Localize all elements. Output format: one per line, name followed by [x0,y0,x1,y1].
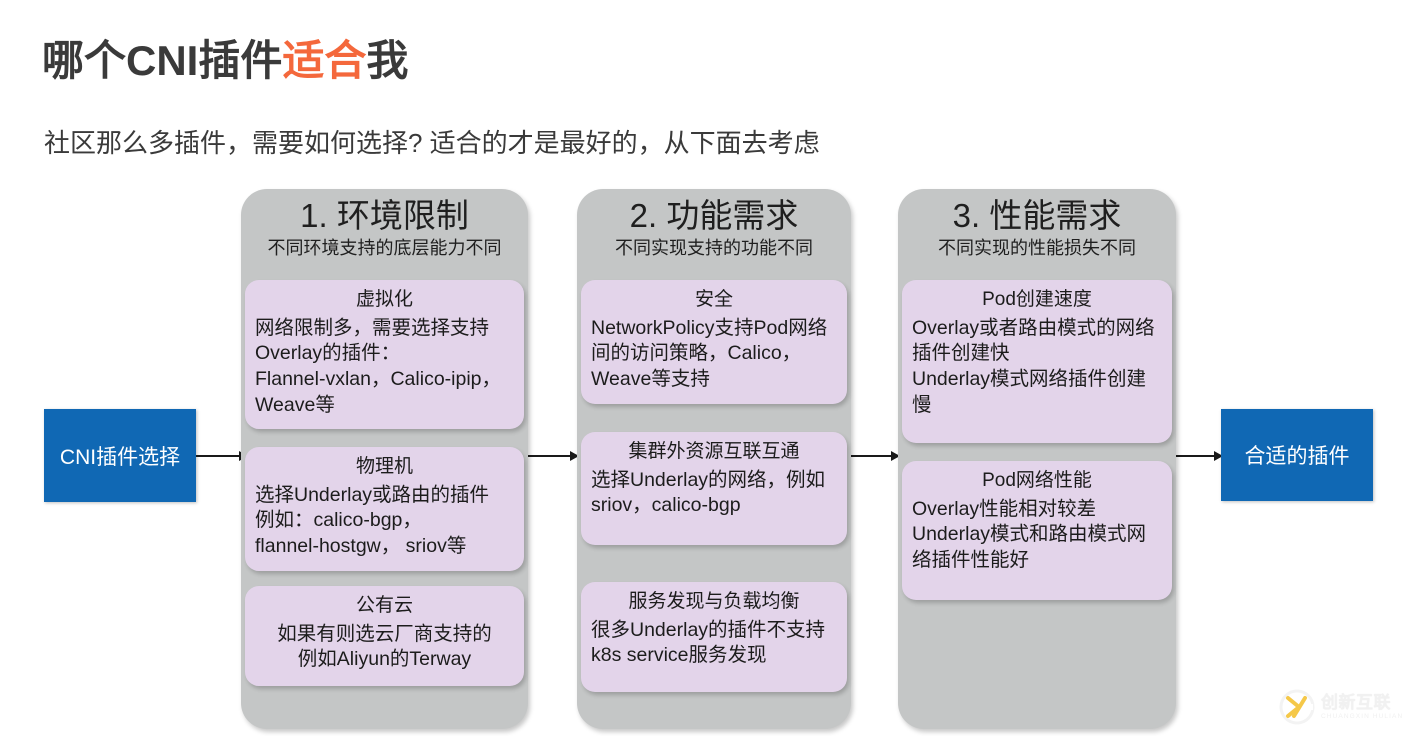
column-subtitle: 不同环境支持的底层能力不同 [267,237,502,258]
card-title: 安全 [694,289,733,310]
card-body: Overlay性能相对较差 Underlay模式和路由模式网络插件性能好 [912,497,1147,572]
card-body: 如果有则选云厂商支持的 例如Aliyun的Terway [277,622,492,671]
card-title: Pod创建速度 [982,289,1092,310]
column-performance-requirements: 3. 性能需求 不同实现的性能损失不同 Pod创建速度 Overlay或者路由模… [898,189,1176,729]
arrow-shaft [196,455,239,457]
card-body: 选择Underlay或路由的插件 例如：calico-bgp， flannel-… [255,483,490,558]
arrow-shaft [1175,455,1214,457]
watermark-text: 创新互联 CHUANGXIN HULIAN [1321,692,1404,721]
column-header: 1. 环境限制 不同环境支持的底层能力不同 [241,189,528,259]
brand-circle-x-icon [1277,687,1317,727]
arrow-col1-to-col2 [527,449,579,463]
card-body: 很多Underlay的插件不支持k8s service服务发现 [591,618,826,667]
card-pod-creation-speed: Pod创建速度 Overlay或者路由模式的网络插件创建快 Underlay模式… [902,280,1172,443]
card-title: 服务发现与负载均衡 [628,591,800,612]
card-security: 安全 NetworkPolicy支持Pod网络间的访问策略，Calico，Wea… [581,280,847,404]
watermark-en: CHUANGXIN HULIAN [1321,712,1404,720]
arrow-head-icon [1214,451,1223,461]
page-title-suffix: 我 [366,37,409,84]
watermark-logo: 创新互联 CHUANGXIN HULIAN [1277,684,1409,730]
arrow-head-icon [570,451,579,461]
column-subtitle: 不同实现支持的功能不同 [615,237,813,258]
page-title: 哪个CNI插件适合我 [42,37,409,84]
card-service-discovery-load-balancing: 服务发现与负载均衡 很多Underlay的插件不支持k8s service服务发… [581,582,847,692]
page-subtitle: 社区那么多插件，需要如何选择? 适合的才是最好的，从下面去考虑 [44,128,820,158]
column-header: 2. 功能需求 不同实现支持的功能不同 [577,189,851,259]
card-title: 公有云 [355,595,413,616]
card-pod-network-performance: Pod网络性能 Overlay性能相对较差 Underlay模式和路由模式网络插… [902,461,1172,600]
card-title: 虚拟化 [355,289,413,310]
arrow-shaft [527,455,570,457]
card-body: Overlay或者路由模式的网络插件创建快 Underlay模式网络插件创建慢 [912,316,1155,416]
card-title: 集群外资源互联互通 [628,441,800,462]
flow-start-label: CNI插件选择 [59,445,181,469]
flow-end-box: 合适的插件 [1221,409,1373,501]
column-title: 3. 性能需求 [952,197,1122,234]
column-feature-requirements: 2. 功能需求 不同实现支持的功能不同 安全 NetworkPolicy支持Po… [577,189,851,729]
flow-start-box: CNI插件选择 [44,409,196,502]
card-public-cloud: 公有云 如果有则选云厂商支持的 例如Aliyun的Terway [245,586,524,686]
column-title: 2. 功能需求 [629,197,799,234]
arrow-col3-to-end [1175,449,1223,463]
column-environment-constraints: 1. 环境限制 不同环境支持的底层能力不同 虚拟化 网络限制多，需要选择支持Ov… [241,189,528,729]
watermark-cn: 创新互联 [1321,692,1391,712]
column-subtitle: 不同实现的性能损失不同 [938,237,1136,258]
arrow-col2-to-col3 [850,449,900,463]
page-title-prefix: 哪个CNI插件 [42,37,283,84]
card-external-resource-connectivity: 集群外资源互联互通 选择Underlay的网络，例如sriov，calico-b… [581,432,847,545]
column-header: 3. 性能需求 不同实现的性能损失不同 [898,189,1176,259]
card-body: 网络限制多，需要选择支持Overlay的插件： Flannel-vxlan，Ca… [255,316,502,416]
flow-end-label: 合适的插件 [1244,445,1350,468]
page-title-accent: 适合 [282,37,367,84]
card-body: 选择Underlay的网络，例如sriov，calico-bgp [591,468,826,517]
card-title: 物理机 [355,456,413,477]
card-bare-metal: 物理机 选择Underlay或路由的插件 例如：calico-bgp， flan… [245,447,524,571]
card-body: NetworkPolicy支持Pod网络间的访问策略，Calico，Weave等… [591,316,828,391]
arrow-shaft [850,455,891,457]
column-title: 1. 环境限制 [300,197,469,234]
card-title: Pod网络性能 [982,470,1092,491]
arrow-head-icon [891,451,900,461]
card-virtualization: 虚拟化 网络限制多，需要选择支持Overlay的插件： Flannel-vxla… [245,280,524,429]
